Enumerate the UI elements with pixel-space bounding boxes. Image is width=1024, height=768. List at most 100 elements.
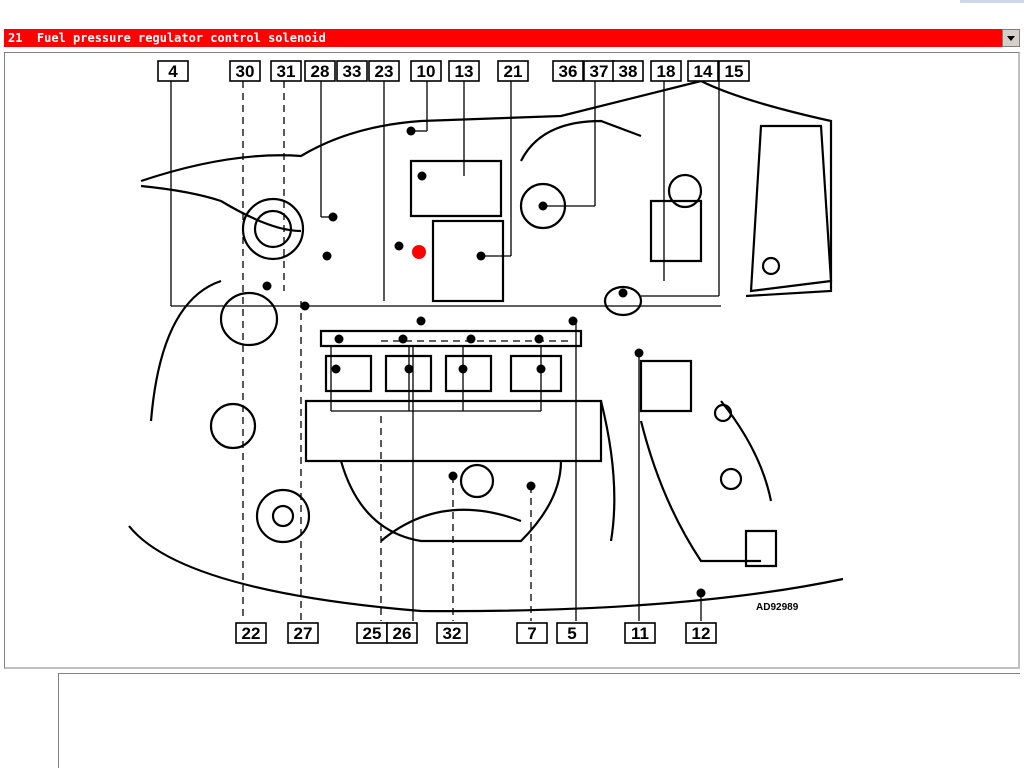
left-mount: [209, 402, 257, 450]
brake-master: [649, 199, 703, 263]
label-text: 33: [343, 62, 362, 81]
label-box: [552, 60, 584, 82]
label-box: [516, 622, 548, 644]
component-label-4[interactable]: 4: [157, 60, 189, 82]
label-text: 4: [168, 62, 178, 81]
component-label-15[interactable]: 15: [718, 60, 750, 82]
label-box: [497, 60, 529, 82]
label-text: 21: [504, 62, 523, 81]
component-label-18[interactable]: 18: [650, 60, 682, 82]
component-label-23[interactable]: 23: [368, 60, 400, 82]
label-text: 13: [455, 62, 474, 81]
component-label-11[interactable]: 11: [624, 622, 656, 644]
label-box: [448, 60, 480, 82]
label-box: [386, 622, 418, 644]
component-label-31[interactable]: 31: [270, 60, 302, 82]
right-hose-1: [599, 400, 616, 542]
component-label-13[interactable]: 13: [448, 60, 480, 82]
marker-13: [417, 171, 427, 181]
label-text: 10: [417, 62, 436, 81]
component-label-10[interactable]: 10: [410, 60, 442, 82]
valve-cover: [304, 399, 603, 463]
component-label-7[interactable]: 7: [516, 622, 548, 644]
marker-7: [526, 481, 536, 491]
marker-coil-2: [398, 334, 408, 344]
throttle-body: [431, 219, 505, 303]
component-label-12[interactable]: 12: [685, 622, 717, 644]
coil-2: [384, 354, 433, 393]
lower-left-pulley-hub: [271, 504, 295, 528]
label-box: [410, 60, 442, 82]
coil-3: [444, 354, 493, 393]
air-hose: [520, 119, 642, 162]
component-label-14[interactable]: 14: [687, 60, 719, 82]
marker-12: [696, 588, 706, 598]
label-text: 26: [393, 624, 412, 643]
selected-component-bar[interactable]: 21 Fuel pressure regulator control solen…: [4, 29, 1002, 47]
label-box: [368, 60, 400, 82]
dropdown-button[interactable]: [1002, 29, 1020, 47]
marker-10: [406, 126, 416, 136]
component-label-30[interactable]: 30: [229, 60, 261, 82]
right-bracket: [639, 359, 693, 413]
label-text: 22: [242, 624, 261, 643]
marker-27: [300, 301, 310, 311]
right-hose-3: [720, 400, 773, 502]
label-box: [229, 60, 261, 82]
selected-component-marker[interactable]: [412, 245, 426, 259]
label-text: 27: [294, 624, 313, 643]
marker-30: [262, 281, 272, 291]
component-label-25[interactable]: 25: [356, 622, 388, 644]
reservoir-cap: [241, 197, 305, 261]
label-text: 30: [236, 62, 255, 81]
component-label-26[interactable]: 26: [386, 622, 418, 644]
label-text: 31: [277, 62, 296, 81]
label-box: [624, 622, 656, 644]
label-box: [685, 622, 717, 644]
component-label-36[interactable]: 36: [552, 60, 584, 82]
label-box: [235, 622, 267, 644]
component-markers: [262, 126, 706, 598]
component-label-22[interactable]: 22: [235, 622, 267, 644]
right-lower-box: [744, 529, 778, 568]
battery-box-outline: [700, 80, 833, 298]
left-hose-lower: [149, 279, 222, 422]
label-text: 5: [567, 624, 576, 643]
timing-belt-guard: [380, 508, 522, 542]
component-label-27[interactable]: 27: [287, 622, 319, 644]
component-label-38[interactable]: 38: [612, 60, 644, 82]
component-label-28[interactable]: 28: [304, 60, 336, 82]
bay-lower-outline: [128, 525, 844, 613]
label-text: 11: [631, 624, 649, 643]
description-panel: [58, 673, 1020, 768]
component-label-5[interactable]: 5: [556, 622, 588, 644]
label-text: 12: [692, 624, 711, 643]
bay-upper-outline: [140, 79, 702, 183]
marker-25: [416, 316, 426, 326]
label-text: 18: [657, 62, 676, 81]
label-text: 25: [363, 624, 382, 643]
label-box: [612, 60, 644, 82]
oil-cap: [459, 463, 495, 499]
component-label-21[interactable]: 21: [497, 60, 529, 82]
marker-coil-4: [534, 334, 544, 344]
battery-terminal: [761, 256, 781, 276]
label-box: [270, 60, 302, 82]
label-box: [718, 60, 750, 82]
marker-23: [394, 241, 404, 251]
lower-left-pulley: [255, 488, 311, 544]
label-box: [687, 60, 719, 82]
marker-coil-4b: [536, 364, 546, 374]
component-label-37[interactable]: 37: [583, 60, 615, 82]
brake-reservoir: [667, 173, 703, 209]
marker-21-body: [476, 251, 486, 261]
marker-37: [538, 201, 548, 211]
label-box: [650, 60, 682, 82]
component-label-32[interactable]: 32: [436, 622, 468, 644]
label-box: [287, 622, 319, 644]
component-label-33[interactable]: 33: [336, 60, 368, 82]
engine-outline-group: [128, 79, 844, 613]
marker-28: [322, 251, 332, 261]
